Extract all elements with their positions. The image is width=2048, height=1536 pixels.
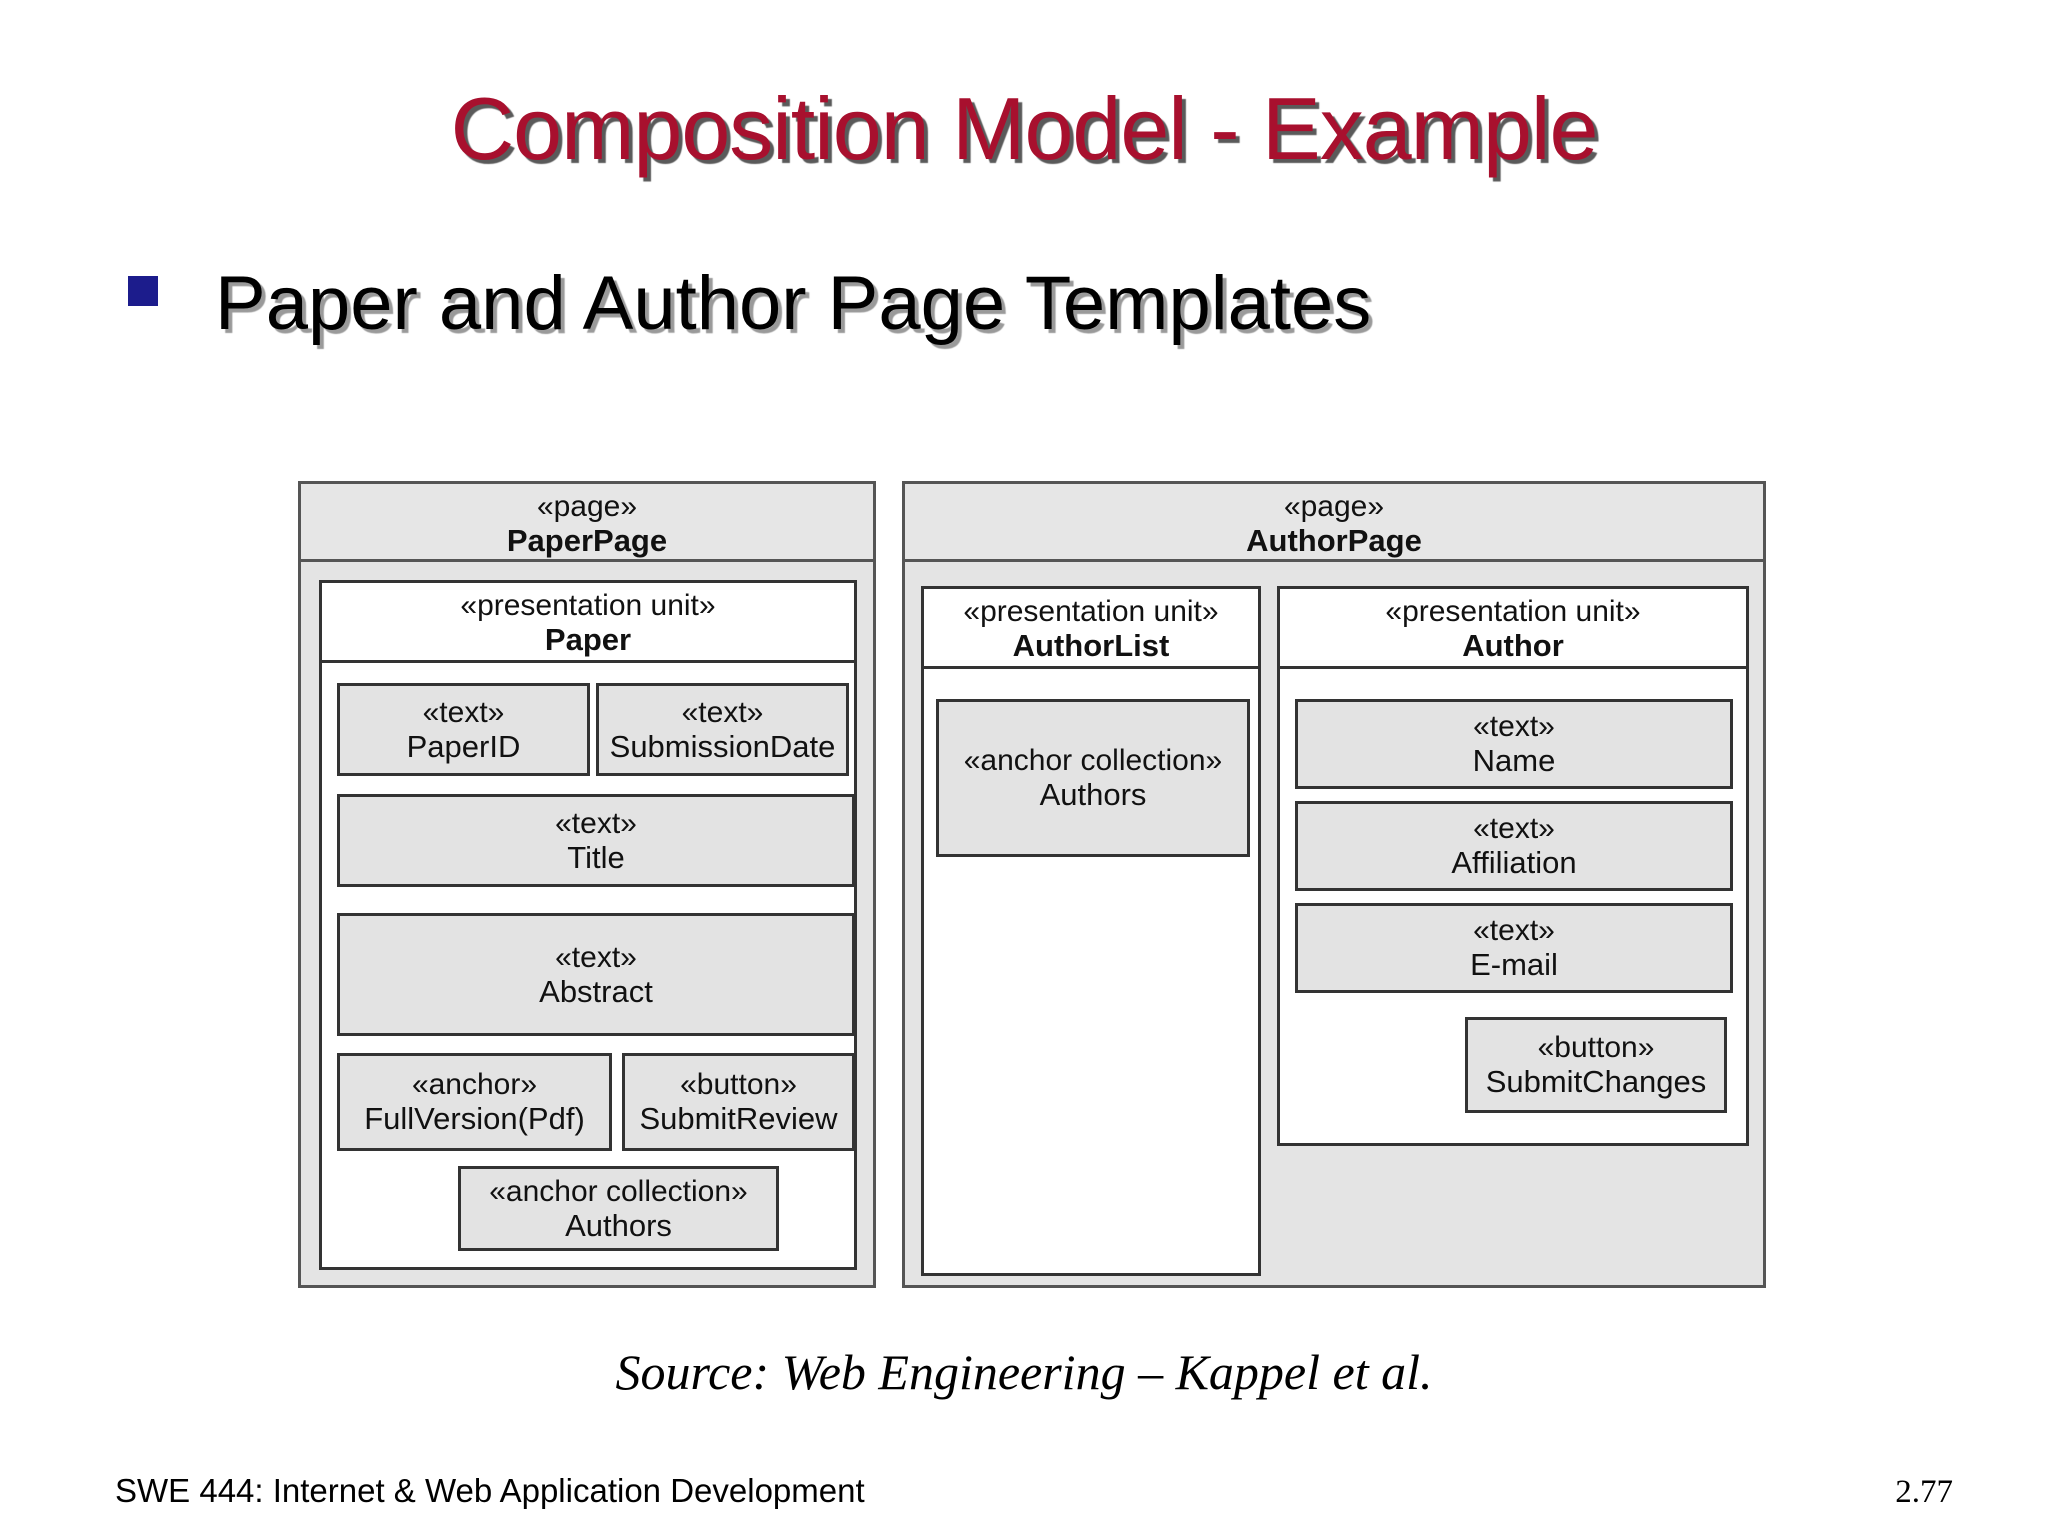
author-list-unit-name: AuthorList: [1012, 628, 1170, 663]
author-page-frame: «page» AuthorPage «presentation unit» Au…: [902, 481, 1766, 1288]
element-name: Authors: [565, 1207, 672, 1243]
slide-title: Composition Model - Example: [450, 79, 1599, 178]
bullet-text: Paper and Author Page Templates: [215, 261, 1372, 346]
author-unit-header: «presentation unit» Author: [1280, 589, 1746, 669]
author-unit-stereotype: «presentation unit»: [1385, 595, 1641, 628]
paper-page-name: PaperPage: [506, 523, 668, 558]
page-number: 2.77: [1895, 1474, 1953, 1510]
author-list-unit-header: «presentation unit» AuthorList: [924, 589, 1258, 669]
paper-id-element: «text» PaperID: [337, 683, 590, 776]
element-stereotype: «text»: [555, 806, 637, 840]
element-stereotype: «anchor»: [411, 1068, 538, 1101]
element-stereotype: «button»: [680, 1068, 797, 1101]
authors-anchor-collection: «anchor collection» Authors: [458, 1166, 779, 1251]
element-stereotype: «text»: [422, 695, 505, 729]
element-stereotype: «anchor collection»: [489, 1174, 748, 1208]
element-name: Title: [567, 839, 625, 875]
element-name: Authors: [1039, 777, 1147, 812]
author-unit: «presentation unit» Author «text» Name «…: [1277, 586, 1749, 1146]
paper-page-stereotype: «page»: [536, 490, 638, 523]
element-name: SubmitChanges: [1485, 1064, 1707, 1099]
paper-unit-header: «presentation unit» Paper: [322, 583, 854, 663]
element-name: SubmissionDate: [609, 728, 836, 764]
paper-unit-stereotype: «presentation unit»: [460, 589, 716, 622]
element-stereotype: «button»: [1537, 1031, 1655, 1064]
submit-review-button: «button» SubmitReview: [622, 1053, 855, 1151]
affiliation-element: «text» Affiliation: [1295, 801, 1733, 891]
author-list-unit: «presentation unit» AuthorList «anchor c…: [921, 586, 1261, 1276]
submit-changes-button: «button» SubmitChanges: [1465, 1017, 1727, 1113]
bullet-square-icon: [128, 276, 158, 306]
composition-diagram: «page» PaperPage «presentation unit» Pap…: [290, 463, 1780, 1315]
element-stereotype: «text»: [1473, 812, 1555, 845]
element-name: SubmitReview: [639, 1101, 838, 1136]
paper-page-frame: «page» PaperPage «presentation unit» Pap…: [298, 481, 876, 1288]
paper-unit: «presentation unit» Paper «text» PaperID…: [319, 580, 857, 1270]
element-name: Name: [1472, 743, 1556, 778]
element-stereotype: «text»: [555, 940, 637, 974]
submission-date-element: «text» SubmissionDate: [596, 683, 849, 776]
abstract-element: «text» Abstract: [337, 913, 855, 1036]
authors-anchor-collection: «anchor collection» Authors: [936, 699, 1250, 857]
email-element: «text» E-mail: [1295, 903, 1733, 993]
name-element: «text» Name: [1295, 699, 1733, 789]
author-page-header: «page» AuthorPage: [905, 484, 1763, 562]
element-name: PaperID: [406, 728, 521, 764]
paper-page-header: «page» PaperPage: [301, 484, 873, 562]
element-name: FullVersion(Pdf): [364, 1101, 585, 1136]
element-stereotype: «text»: [681, 695, 764, 729]
full-version-anchor: «anchor» FullVersion(Pdf): [337, 1053, 612, 1151]
element-stereotype: «text»: [1473, 710, 1555, 743]
element-name: E-mail: [1470, 947, 1558, 982]
element-name: Affiliation: [1451, 845, 1577, 880]
footer-course: SWE 444: Internet & Web Application Deve…: [115, 1472, 865, 1509]
author-page-stereotype: «page»: [1283, 490, 1385, 523]
author-page-name: AuthorPage: [1246, 523, 1422, 558]
paper-unit-name: Paper: [544, 622, 632, 657]
source-citation: Source: Web Engineering – Kappel et al.: [615, 1344, 1433, 1400]
element-stereotype: «text»: [1473, 914, 1555, 947]
author-list-unit-stereotype: «presentation unit»: [963, 595, 1219, 628]
element-stereotype: «anchor collection»: [963, 744, 1223, 777]
title-element: «text» Title: [337, 794, 855, 887]
author-unit-name: Author: [1462, 628, 1564, 663]
element-name: Abstract: [539, 973, 653, 1009]
